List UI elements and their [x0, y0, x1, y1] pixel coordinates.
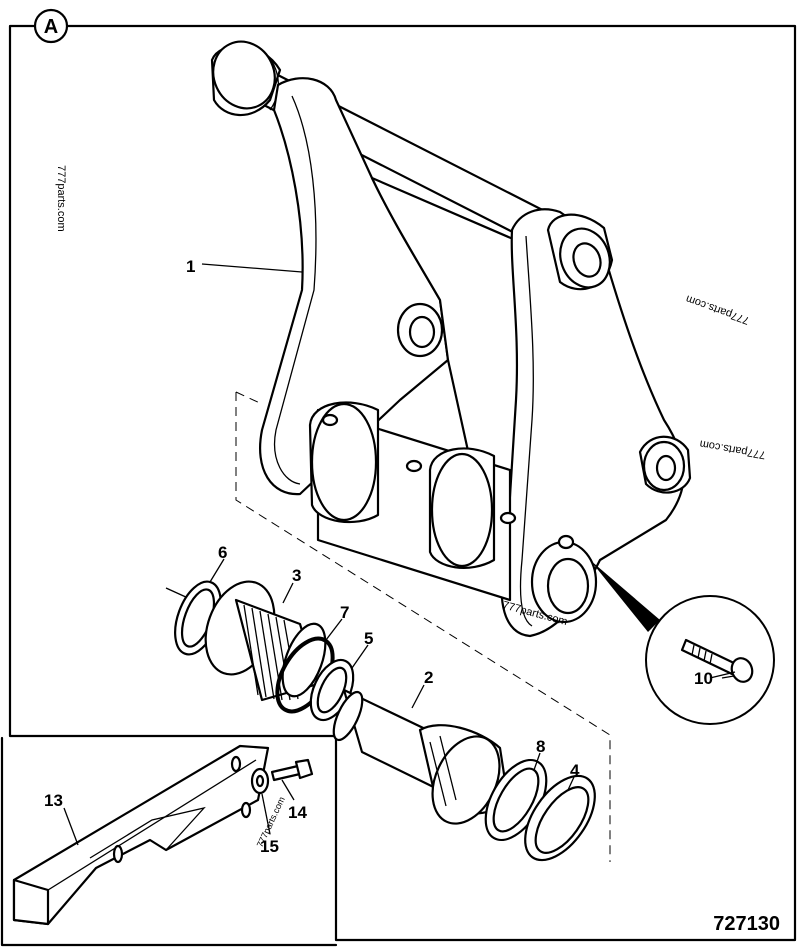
view-label: A [44, 16, 58, 38]
bracket-left-arm-edge [274, 95, 317, 485]
bracket-right-arm-edge [519, 235, 534, 627]
main-frame [8, 24, 797, 942]
part-14-bolt [270, 758, 314, 782]
watermark-left: 777parts.com [55, 165, 67, 232]
detail-leader [590, 560, 660, 632]
callout-3: 3 [292, 566, 301, 585]
callout-1: 1 [186, 257, 195, 276]
right-arm-boss [638, 435, 692, 494]
callout-14: 14 [288, 803, 307, 822]
callout-4: 4 [570, 761, 580, 780]
detail-circle [645, 595, 775, 725]
part-13-plate [12, 744, 270, 926]
top-pin-end [546, 213, 614, 291]
callout-15: 15 [260, 837, 279, 856]
bracket-left-arm [259, 77, 450, 496]
inset-frame [0, 736, 338, 947]
part-15-washer [250, 767, 270, 795]
center-shaft [308, 401, 517, 602]
web-boss [396, 302, 444, 358]
leader-lines [63, 263, 735, 846]
watermark-right: 777parts.com [699, 437, 767, 460]
callout-8: 8 [536, 737, 545, 756]
part-4-collar [524, 774, 596, 862]
part-2-pin [332, 688, 510, 825]
callout-5: 5 [364, 629, 373, 648]
callout-7: 7 [340, 603, 349, 622]
callout-10: 10 [694, 669, 713, 688]
lower-bore [530, 534, 598, 624]
view-badge: A [33, 8, 69, 44]
reference-number: 727130 [713, 913, 780, 935]
assembly-guide-dashed [235, 391, 611, 862]
bracket-web [370, 176, 522, 482]
callout-13: 13 [44, 791, 63, 810]
watermark-upper-right: 777parts.com [684, 292, 751, 326]
part-3-threaded-sleeve [204, 580, 327, 702]
callout-2: 2 [424, 668, 433, 687]
callout-6: 6 [218, 543, 227, 562]
